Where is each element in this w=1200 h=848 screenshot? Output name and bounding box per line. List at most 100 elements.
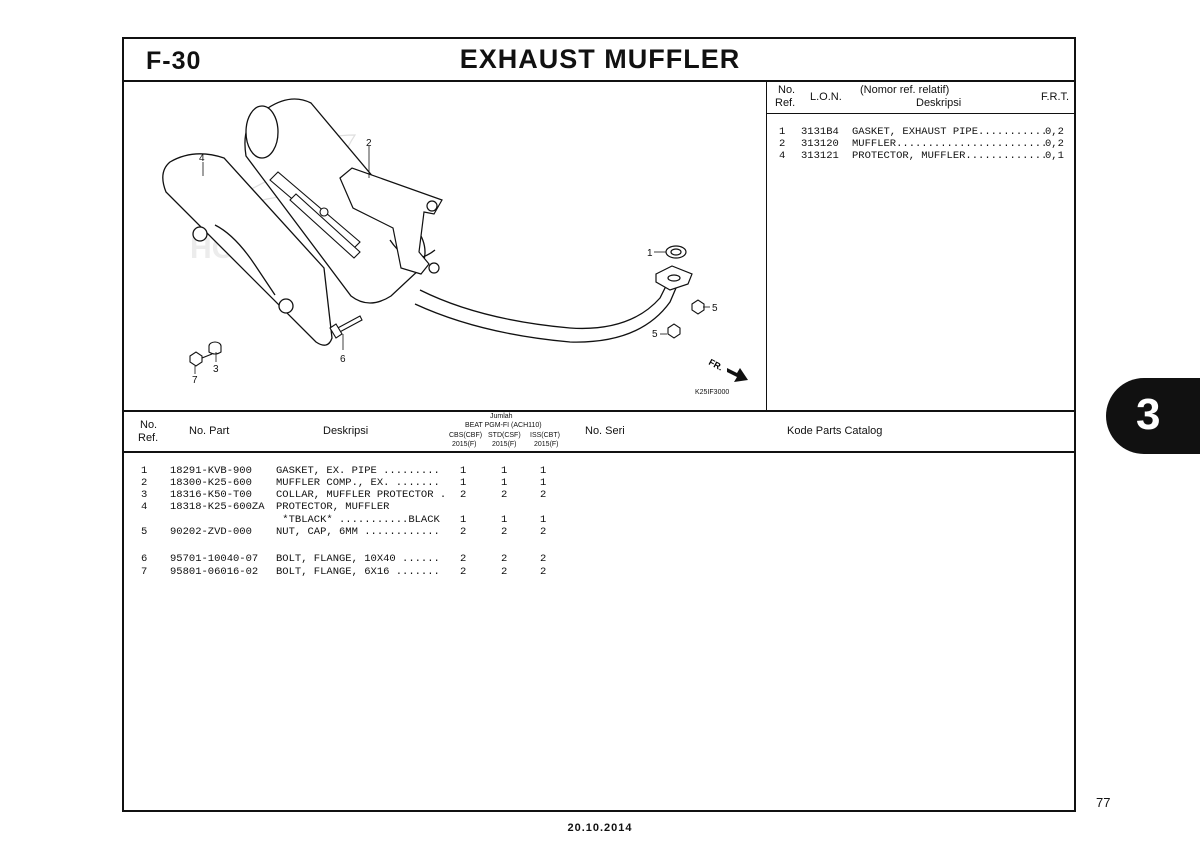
callout-3: 3 bbox=[213, 364, 219, 375]
parts-header-model: BEAT PGM-FI (ACH110) bbox=[465, 422, 542, 429]
page-number: 77 bbox=[1096, 795, 1111, 810]
row-ref: 2 bbox=[141, 477, 148, 489]
lon-frt: 0,2 bbox=[1045, 126, 1064, 138]
row-qty-1: 1 bbox=[460, 477, 467, 489]
parts-header-jumlah: Jumlah bbox=[490, 413, 513, 420]
figure-code: K25IF3000 bbox=[695, 389, 729, 396]
lon-desc: MUFFLER........................ bbox=[852, 138, 1048, 150]
row-qty-3: 1 bbox=[540, 514, 547, 526]
row-qty-2: 2 bbox=[501, 553, 508, 565]
row-part: 18316-K50-T00 bbox=[170, 489, 252, 501]
callout-7: 7 bbox=[192, 375, 198, 386]
lon-code: 313120 bbox=[801, 138, 839, 150]
row-desc: NUT, CAP, 6MM ............ bbox=[276, 526, 440, 538]
svg-text:FR.: FR. bbox=[707, 357, 724, 373]
row-desc: BOLT, FLANGE, 6X16 ....... bbox=[276, 566, 440, 578]
row-qty-3: 2 bbox=[540, 526, 547, 538]
lon-row: 4 bbox=[779, 150, 785, 162]
row-part: 90202-ZVD-000 bbox=[170, 526, 252, 538]
lon-header-lon: L.O.N. bbox=[810, 91, 842, 103]
parts-header-ref: Ref. bbox=[138, 432, 159, 444]
callout-6: 6 bbox=[340, 354, 346, 365]
row-qty-1: 1 bbox=[460, 514, 467, 526]
lon-header-desc-b: Deskripsi bbox=[916, 97, 962, 109]
row-ref: 5 bbox=[141, 526, 148, 538]
variant-3-year: 2015(F) bbox=[534, 441, 559, 448]
lon-header-ref: Ref. bbox=[775, 97, 796, 109]
page-title: EXHAUST MUFFLER bbox=[459, 44, 741, 74]
parts-header-rule bbox=[122, 451, 1076, 453]
row-qty-2: 2 bbox=[501, 566, 508, 578]
lon-row: 313120 bbox=[801, 138, 839, 150]
row-qty-2: 1 bbox=[501, 465, 508, 477]
parts-header-desc: Deskripsi bbox=[323, 425, 369, 437]
row-part: 95701-10040-07 bbox=[170, 553, 259, 565]
flange-bolt-10x40 bbox=[329, 315, 363, 339]
row-qty-1: 2 bbox=[460, 553, 467, 565]
row-desc: *TBLACK* ...........BLACK bbox=[276, 514, 440, 526]
row-qty-2: 2 bbox=[501, 489, 508, 501]
row-desc: GASKET, EX. PIPE ......... bbox=[276, 465, 440, 477]
row-ref: 7 bbox=[141, 566, 148, 578]
title-rule bbox=[122, 80, 1076, 82]
lon-header-frt: F.R.T. bbox=[1041, 91, 1070, 103]
row-ref: 4 bbox=[141, 501, 148, 513]
lon-desc: PROTECTOR, MUFFLER............. bbox=[852, 150, 1048, 162]
row-desc: COLLAR, MUFFLER PROTECTOR . bbox=[276, 489, 447, 501]
cap-nut bbox=[667, 299, 705, 339]
pipe-flange bbox=[655, 265, 693, 291]
row-qty-3: 2 bbox=[540, 553, 547, 565]
print-date: 20.10.2014 bbox=[567, 822, 633, 834]
row-ref: 1 bbox=[141, 465, 148, 477]
parts-header-no-seri: No. Seri bbox=[585, 425, 625, 437]
row-part: 18300-K25-600 bbox=[170, 477, 252, 489]
variant-1-year: 2015(F) bbox=[452, 441, 477, 448]
row-qty-3: 1 bbox=[540, 477, 547, 489]
variant-3-name: ISS(CBT) bbox=[530, 432, 560, 439]
exhaust-pipe bbox=[414, 277, 677, 343]
lon-frt: 0,2 bbox=[1045, 138, 1064, 150]
exploded-diagram: HONDA bbox=[162, 98, 748, 396]
lon-row: 0,1 bbox=[1045, 150, 1064, 162]
row-qty-1: 1 bbox=[460, 465, 467, 477]
protector-collar bbox=[208, 341, 222, 355]
lon-row: 0,2 bbox=[1045, 138, 1064, 150]
callout-5b: 5 bbox=[652, 329, 658, 340]
lon-header-no: No. bbox=[778, 84, 796, 96]
row-desc: PROTECTOR, MUFFLER bbox=[276, 501, 390, 513]
parts-header-kode: Kode Parts Catalog bbox=[787, 425, 883, 437]
variant-2-name: STD(CSF) bbox=[488, 432, 521, 439]
lon-ref: 1 bbox=[779, 126, 786, 138]
lon-header-desc-a: (Nomor ref. relatif) bbox=[860, 84, 950, 96]
front-direction-arrow: FR. bbox=[707, 357, 748, 382]
callout-4: 4 bbox=[199, 153, 205, 164]
row-qty-1: 2 bbox=[460, 566, 467, 578]
row-ref: 3 bbox=[141, 489, 148, 501]
parts-header-no: No. bbox=[140, 419, 158, 431]
muffler-protector bbox=[162, 153, 333, 346]
callout-2: 2 bbox=[366, 138, 372, 149]
row-part: 18291-KVB-900 bbox=[170, 465, 252, 477]
row-qty-3: 2 bbox=[540, 489, 547, 501]
page-frame bbox=[122, 37, 1076, 812]
muffler-bracket bbox=[339, 167, 443, 275]
flange-bolt-6x16 bbox=[189, 351, 213, 367]
callout-1: 1 bbox=[647, 248, 653, 259]
row-part: 95801-06016-02 bbox=[170, 566, 259, 578]
lon-row: 1 bbox=[779, 126, 785, 138]
lon-row: GASKET, EXHAUST PIPE........... bbox=[852, 126, 1047, 138]
row-desc: BOLT, FLANGE, 10X40 ...... bbox=[276, 553, 440, 565]
lon-row: 313121 bbox=[801, 150, 839, 162]
diagram-bottom-rule bbox=[122, 410, 1076, 412]
row-qty-2: 2 bbox=[501, 526, 508, 538]
variant-1-name: CBS(CBF) bbox=[449, 432, 483, 439]
lon-ref: 2 bbox=[779, 138, 786, 150]
lon-row: 3131B4 bbox=[801, 126, 839, 138]
row-part: 18318-K25-600ZA bbox=[170, 501, 265, 513]
row-qty-1: 2 bbox=[460, 526, 467, 538]
muffler-straps bbox=[269, 171, 361, 259]
row-qty-3: 1 bbox=[540, 465, 547, 477]
chapter-tab: 3 bbox=[1106, 378, 1200, 454]
leader-lines bbox=[194, 146, 710, 374]
variant-2-year: 2015(F) bbox=[492, 441, 517, 448]
